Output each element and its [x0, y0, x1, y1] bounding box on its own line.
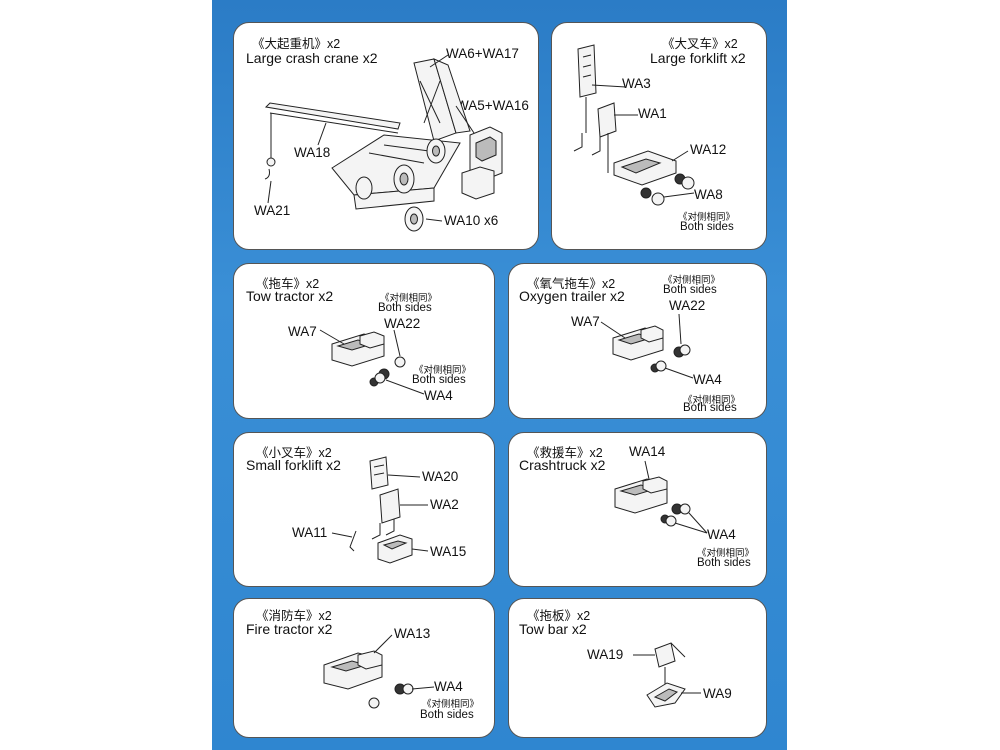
- part-label-wa11: WA11: [292, 525, 328, 540]
- part-label-wa4: WA4: [693, 372, 722, 387]
- panel-small-forklift: 《小叉车》x2 Small forklift x2 WA20 WA2 WA11 …: [233, 432, 495, 587]
- title-cn: 《氧气拖车》x2: [527, 277, 616, 291]
- part-label-wa22: WA22: [384, 316, 421, 331]
- part-label-wa8: WA8: [694, 187, 723, 202]
- part-label-wa18: WA18: [294, 145, 331, 160]
- part-label-wa21: WA21: [254, 203, 291, 218]
- title-cn: 《大起重机》x2: [252, 37, 341, 51]
- note-en-1: Both sides: [663, 284, 717, 296]
- part-label-wa7: WA7: [288, 324, 317, 339]
- part-label-wa6-wa17: WA6+WA17: [446, 46, 519, 61]
- title-cn: 《拖板》x2: [527, 609, 591, 623]
- title-en: Large forklift x2: [650, 50, 746, 66]
- part-label-wa14: WA14: [629, 444, 666, 459]
- part-label-wa20: WA20: [422, 469, 459, 484]
- panel-large-crash-crane: 《大起重机》x2 Large crash crane x2 WA6+WA17 W…: [233, 22, 539, 250]
- title-cn: 《小叉车》x2: [256, 446, 332, 460]
- panel-tow-tractor: 《拖车》x2 Tow tractor x2 《对侧相同》 Both sides …: [233, 263, 495, 419]
- note-cn-2: 《对侧相同》: [683, 395, 741, 406]
- part-label-wa5-wa16: WA5+WA16: [456, 98, 529, 113]
- tow-tractor-drawing: [234, 264, 495, 419]
- crashtruck-drawing: [509, 433, 767, 587]
- part-label-wa19: WA19: [587, 647, 624, 662]
- part-label-wa4: WA4: [434, 679, 463, 694]
- panel-large-forklift: 《大叉车》x2 Large forklift x2 WA3 WA1 WA12 W…: [551, 22, 767, 250]
- large-forklift-drawing: [552, 23, 767, 250]
- part-label-wa1: WA1: [638, 106, 667, 121]
- note-cn-1: 《对侧相同》: [380, 293, 438, 304]
- part-label-wa22: WA22: [669, 298, 706, 313]
- panel-crashtruck: 《救援车》x2 Crashtruck x2 WA14 WA4 《对侧相同》 Bo…: [508, 432, 767, 587]
- note-en: Both sides: [680, 221, 734, 233]
- part-label-wa7: WA7: [571, 314, 600, 329]
- fire-tractor-drawing: [234, 599, 495, 738]
- note-en-2: Both sides: [683, 402, 737, 414]
- part-label-wa9: WA9: [703, 686, 732, 701]
- part-label-wa2: WA2: [430, 497, 459, 512]
- note-cn: 《对侧相同》: [697, 548, 755, 559]
- part-label-wa10: WA10 x6: [444, 213, 499, 228]
- panel-fire-tractor: 《消防车》x2 Fire tractor x2 WA13 WA4 《对侧相同》 …: [233, 598, 495, 738]
- crane-assembly-drawing: [234, 23, 539, 250]
- panel-tow-bar: 《拖板》x2 Tow bar x2 WA19 WA9: [508, 598, 767, 738]
- title-en: Oxygen trailer x2: [519, 288, 625, 304]
- note-cn-1: 《对侧相同》: [663, 275, 721, 286]
- title-en: Large crash crane x2: [246, 50, 378, 66]
- title-cn: 《救援车》x2: [527, 446, 603, 460]
- title-en: Small forklift x2: [246, 457, 341, 473]
- panel-oxygen-trailer: 《氧气拖车》x2 Oxygen trailer x2 《对侧相同》 Both s…: [508, 263, 767, 419]
- small-forklift-drawing: [234, 433, 495, 587]
- title-cn: 《消防车》x2: [256, 609, 332, 623]
- title-en: Fire tractor x2: [246, 621, 333, 637]
- part-label-wa4: WA4: [707, 527, 736, 542]
- title-en: Tow tractor x2: [246, 288, 334, 304]
- part-label-wa13: WA13: [394, 626, 431, 641]
- part-label-wa15: WA15: [430, 544, 467, 559]
- title-en: Tow bar x2: [519, 621, 587, 637]
- note-cn: 《对侧相同》: [678, 212, 736, 223]
- title-en: Crashtruck x2: [519, 457, 606, 473]
- part-label-wa4: WA4: [424, 388, 453, 403]
- part-label-wa3: WA3: [622, 76, 651, 91]
- note-cn: 《对侧相同》: [422, 699, 480, 710]
- part-label-wa12: WA12: [690, 142, 727, 157]
- title-cn: 《拖车》x2: [256, 277, 320, 291]
- tow-bar-drawing: [509, 599, 767, 738]
- note-en: Both sides: [697, 557, 751, 569]
- note-cn-2: 《对侧相同》: [414, 365, 472, 376]
- oxygen-trailer-drawing: [509, 264, 767, 419]
- note-en-2: Both sides: [412, 374, 466, 386]
- note-en: Both sides: [420, 709, 474, 721]
- note-en-1: Both sides: [378, 302, 432, 314]
- title-cn: 《大叉车》x2: [662, 37, 738, 51]
